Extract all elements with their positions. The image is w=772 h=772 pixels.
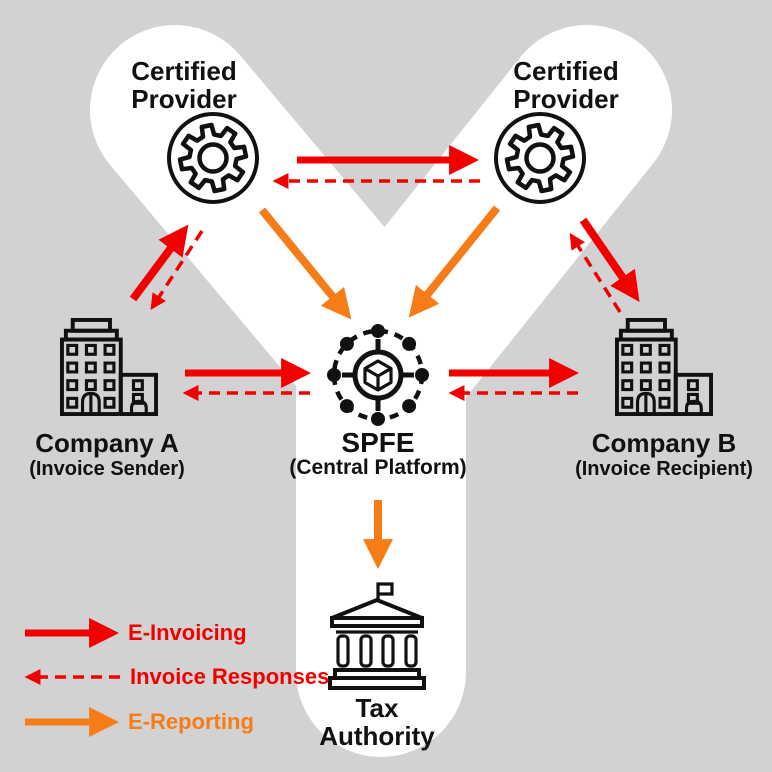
building-icon <box>60 318 158 416</box>
spfe-title: SPFE <box>341 427 415 458</box>
building-icon <box>615 318 713 416</box>
company-b-subtitle: (Invoice Recipient) <box>575 458 753 480</box>
tax-authority-line2: Authority <box>319 721 435 752</box>
provider-left-label: Certified Provider <box>131 57 237 113</box>
bank-icon <box>328 582 426 690</box>
spfe-subtitle: (Central Platform) <box>289 456 467 479</box>
arrow-providerR-to-companyB <box>579 217 640 302</box>
provider-right-label: Certified Provider <box>513 57 619 113</box>
arrow-providerL-to-companyA-response <box>150 230 204 311</box>
gear-icon <box>167 112 259 204</box>
gear-icon <box>494 112 586 204</box>
arrow-companyA-to-providerL <box>129 224 189 302</box>
tax-authority-line1: Tax <box>355 693 399 723</box>
company-a-subtitle: (Invoice Sender) <box>29 458 185 480</box>
legend-e-invoicing-label: E-Invoicing <box>128 620 247 645</box>
tax-authority-label: Tax Authority <box>319 694 435 750</box>
network-icon <box>327 324 429 426</box>
provider-right-line1: Certified <box>513 56 619 86</box>
provider-left-line2: Provider <box>131 84 237 115</box>
legend-invoice-responses-label: Invoice Responses <box>130 664 330 689</box>
company-b-title: Company B <box>591 428 737 458</box>
legend-e-reporting-label: E-Reporting <box>128 709 254 734</box>
provider-right-line2: Provider <box>513 84 619 115</box>
arrow-providerR-to-spfe-reporting <box>408 205 501 318</box>
company-a-title: Company A <box>35 428 179 458</box>
arrow-providerL-to-spfe-reporting <box>258 207 352 320</box>
arrow-companyB-to-providerR-response <box>569 232 622 313</box>
provider-left-line1: Certified <box>131 56 237 86</box>
